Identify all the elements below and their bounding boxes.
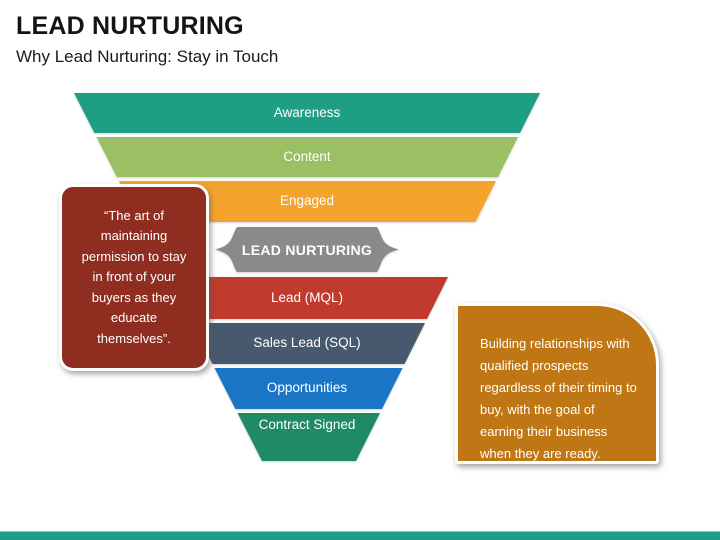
funnel-label-opportunities: Opportunities [266,380,348,395]
page-subtitle: Why Lead Nurturing: Stay in Touch [16,47,279,66]
funnel-stage-contract-signed [237,413,380,461]
footer-accent-bar [0,531,720,540]
page-title: LEAD NURTURING [16,12,244,40]
funnel-stage-awareness [74,93,540,133]
funnel-label-lead-mql: Lead (MQL) [270,290,344,305]
funnel-stage-opportunities [214,368,403,409]
funnel-label-engaged: Engaged [279,193,335,208]
funnel-stage-sales-lead-sql [191,323,425,364]
lead-nurturing-band [215,227,399,272]
funnel-label-sales-lead-sql: Sales Lead (SQL) [253,335,361,350]
funnel-label-content: Content [283,149,331,164]
funnel-label-contract-signed: Contract Signed [258,417,356,432]
lead-nurturing-label: LEAD NURTURING [241,242,373,258]
description-callout: Building relationships with qualified pr… [455,303,659,464]
quote-callout: “The art of maintaining permission to st… [59,184,209,371]
funnel-stage-engaged [119,181,496,222]
funnel-stage-lead-mql [168,277,448,319]
funnel-label-awareness: Awareness [273,105,341,120]
funnel-stage-content [96,137,518,177]
